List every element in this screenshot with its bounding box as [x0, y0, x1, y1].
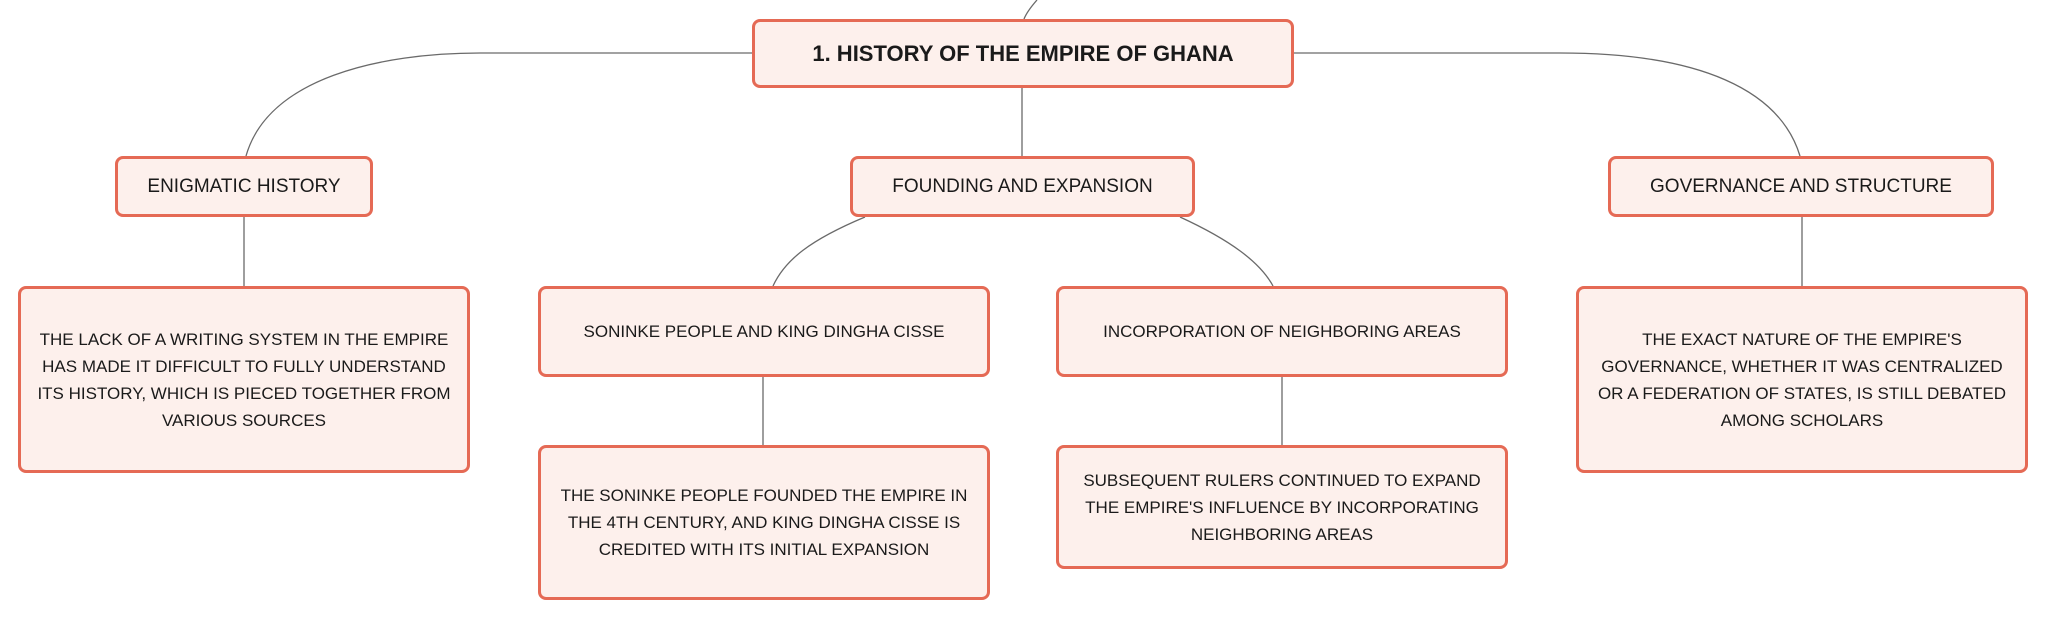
topic-founding-and-expansion[interactable]: FOUNDING AND EXPANSION	[850, 156, 1195, 217]
topic-enigmatic-history[interactable]: ENIGMATIC HISTORY	[115, 156, 373, 217]
topic-label: GOVERNANCE AND STRUCTURE	[1650, 175, 1952, 197]
detail-text: THE SONINKE PEOPLE FOUNDED THE EMPIRE IN…	[560, 486, 968, 559]
root-topic-label: 1. HISTORY OF THE EMPIRE OF GHANA	[812, 40, 1234, 66]
subtopic-label: INCORPORATION OF NEIGHBORING AREAS	[1103, 321, 1461, 341]
connector-founding-soninke	[772, 216, 866, 287]
detail-subsequent-rulers[interactable]: SUBSEQUENT RULERS CONTINUED TO EXPAND TH…	[1056, 445, 1508, 569]
root-topic-node[interactable]: 1. HISTORY OF THE EMPIRE OF GHANA	[752, 19, 1294, 88]
connector-root-parent	[1023, 0, 1038, 20]
subtopic-label: SONINKE PEOPLE AND KING DINGHA CISSE	[583, 321, 945, 341]
subtopic-incorporation[interactable]: INCORPORATION OF NEIGHBORING AREAS	[1056, 286, 1508, 377]
topic-label: FOUNDING AND EXPANSION	[892, 175, 1153, 197]
connector-founding-incorp	[1179, 216, 1274, 287]
connector-root-enigmatic	[245, 52, 752, 157]
subtopic-text: THE LACK OF A WRITING SYSTEM IN THE EMPI…	[37, 329, 451, 430]
topic-label: ENIGMATIC HISTORY	[147, 175, 341, 197]
subtopic-governance-debate[interactable]: THE EXACT NATURE OF THE EMPIRE'S GOVERNA…	[1576, 286, 2028, 473]
subtopic-soninke-people[interactable]: SONINKE PEOPLE AND KING DINGHA CISSE	[538, 286, 990, 377]
detail-text: SUBSEQUENT RULERS CONTINUED TO EXPAND TH…	[1083, 470, 1481, 544]
topic-governance-and-structure[interactable]: GOVERNANCE AND STRUCTURE	[1608, 156, 1994, 217]
subtopic-writing-system[interactable]: THE LACK OF A WRITING SYSTEM IN THE EMPI…	[18, 286, 470, 473]
connector-root-governance	[1294, 52, 1801, 157]
subtopic-text: THE EXACT NATURE OF THE EMPIRE'S GOVERNA…	[1597, 329, 2007, 430]
detail-soninke-founding[interactable]: THE SONINKE PEOPLE FOUNDED THE EMPIRE IN…	[538, 445, 990, 600]
